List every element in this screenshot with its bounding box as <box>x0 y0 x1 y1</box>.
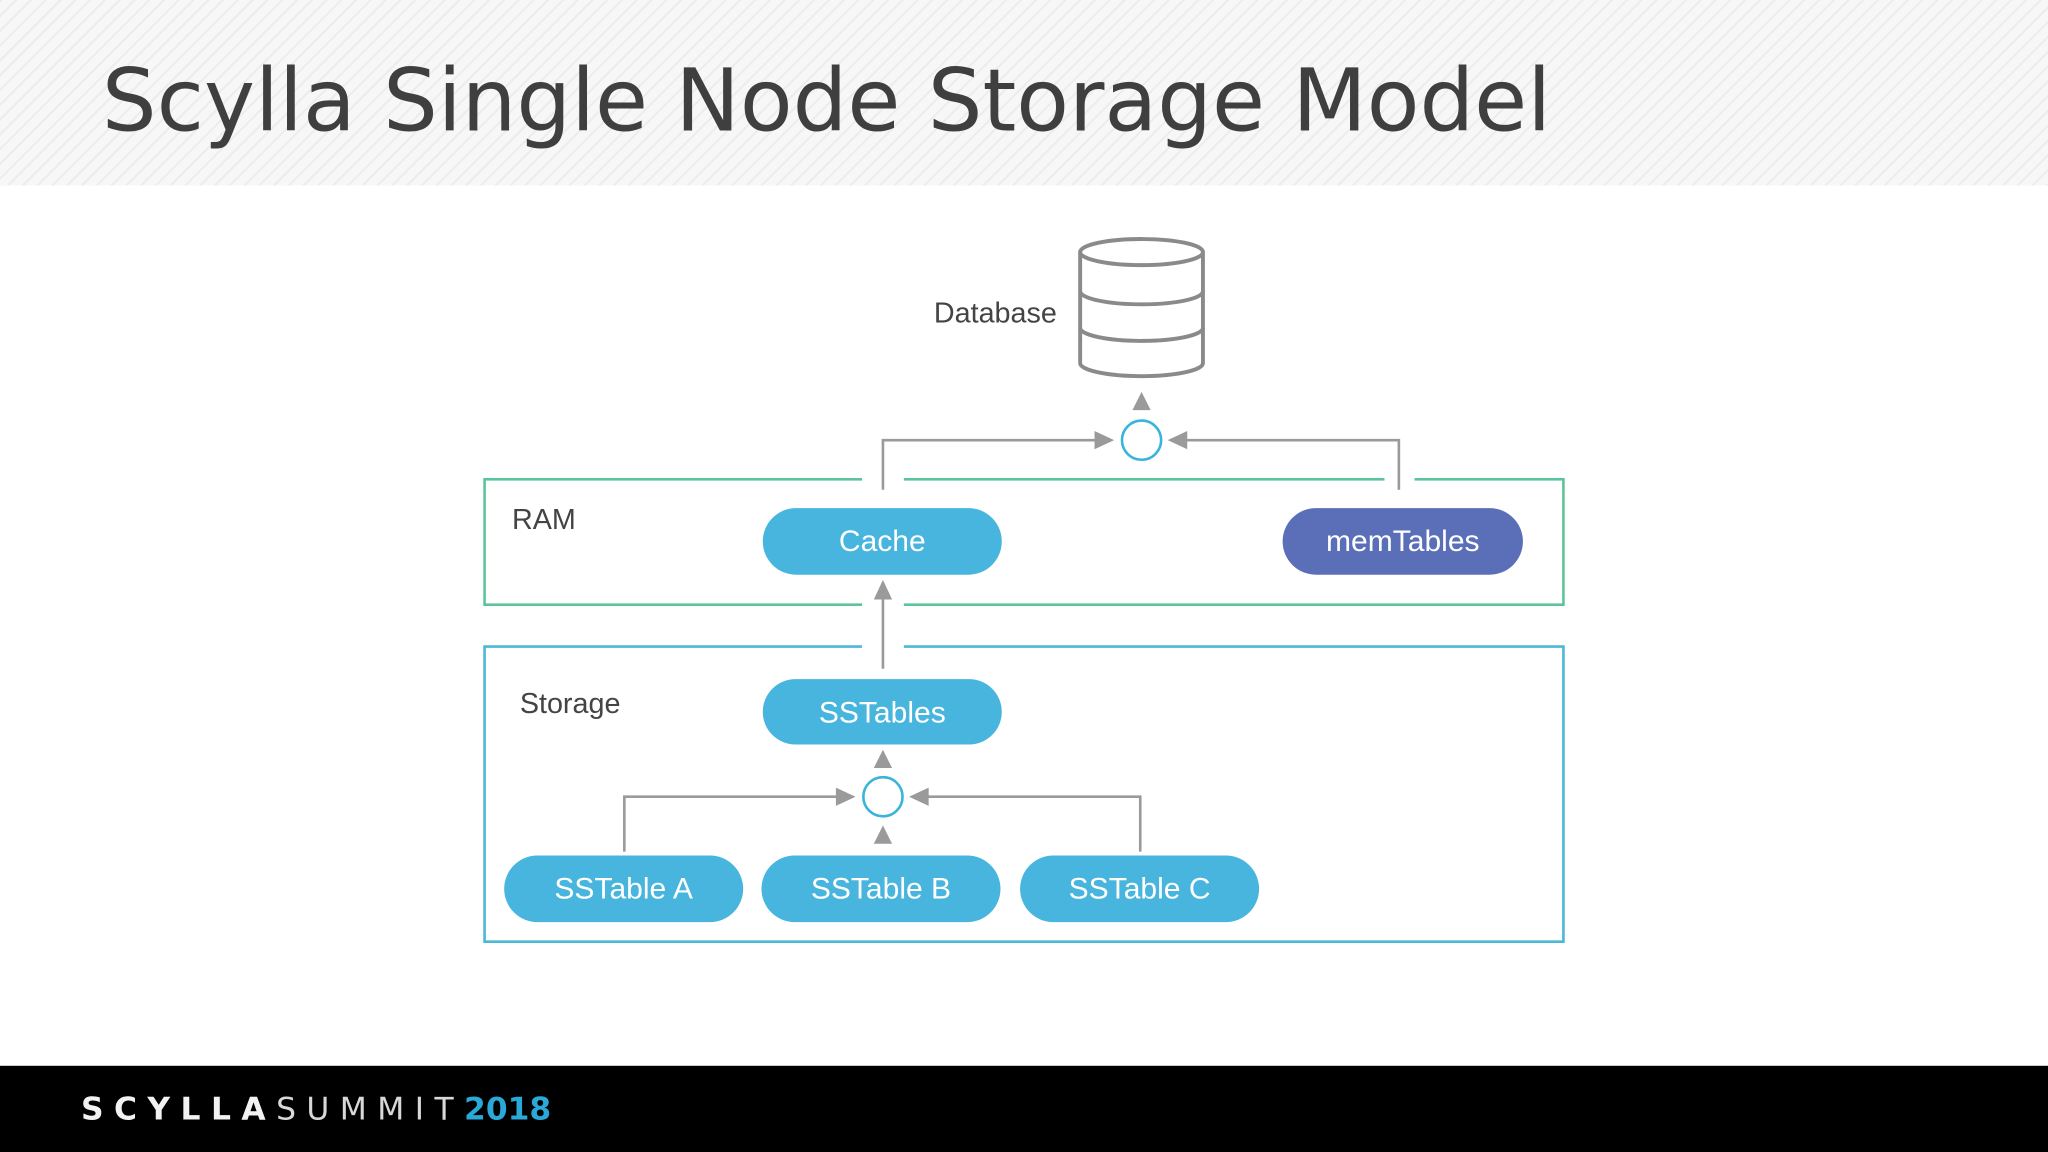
arrow-up-icon <box>873 825 893 844</box>
cache-to-merge-line <box>881 438 1100 490</box>
arrow-left-icon <box>1167 431 1188 450</box>
sstable-c-label: SSTable C <box>1069 873 1211 906</box>
arrow-up-icon <box>873 579 893 600</box>
arrow-right-icon <box>835 787 856 806</box>
sstable-c-to-merge-line <box>924 795 1142 852</box>
brand-bold: SCYLLA <box>81 1091 276 1127</box>
ram-box <box>483 478 1565 607</box>
sstable-b-node[interactable]: SSTable B <box>761 855 1001 923</box>
arrow-left-icon <box>909 787 929 806</box>
database-label: Database <box>934 298 1057 330</box>
sstable-c-node[interactable]: SSTable C <box>1020 855 1260 923</box>
sstables-label: SSTables <box>819 696 946 729</box>
ram-label: RAM <box>512 504 576 536</box>
slide-title: Scylla Single Node Storage Model <box>102 52 1551 152</box>
sstable-a-node[interactable]: SSTable A <box>504 855 744 923</box>
cache-label: Cache <box>839 525 926 558</box>
memtables-to-merge-line <box>1183 438 1401 490</box>
memtables-label: memTables <box>1326 525 1480 558</box>
sstables-node[interactable]: SSTables <box>762 679 1002 745</box>
brand-light: SUMMIT <box>276 1091 464 1127</box>
storage-box <box>483 645 1565 944</box>
cache-node[interactable]: Cache <box>762 508 1002 575</box>
sstable-b-label: SSTable B <box>811 873 951 906</box>
memtables-node[interactable]: memTables <box>1282 508 1523 575</box>
arrow-up-icon <box>1132 391 1151 411</box>
arrow-up-icon <box>873 749 893 768</box>
merge-circle-icon <box>1120 419 1163 462</box>
footer-logo: SCYLLASUMMIT2018 <box>81 1091 551 1127</box>
header-band <box>0 0 2048 186</box>
storage-label: Storage <box>520 688 621 720</box>
database-icon <box>1078 237 1205 379</box>
sstable-a-label: SSTable A <box>554 873 693 906</box>
merge-circle-icon <box>862 775 904 818</box>
brand-year: 2018 <box>464 1091 551 1127</box>
sstable-a-to-merge-line <box>623 795 842 852</box>
footer-bar <box>0 1065 2048 1152</box>
arrow-right-icon <box>1094 431 1115 450</box>
